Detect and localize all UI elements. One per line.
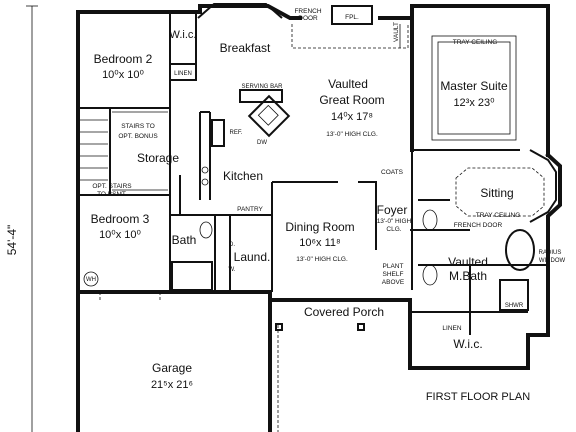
washer-label: W. [229, 267, 236, 273]
overall-dimension-label: 54'-4" [5, 225, 19, 256]
mbath-name-1: Vaulted [448, 255, 488, 269]
sitting-tray-ceiling [455, 167, 545, 217]
pantry-label: PANTRY [237, 206, 263, 213]
garage-name: Garage [152, 361, 192, 375]
stairs [80, 111, 168, 191]
foyer-name: Foyer [377, 203, 408, 217]
opt-stairs-label-1: OPT. STAIRS [92, 183, 132, 190]
laundry-name: Laund. [234, 250, 271, 264]
radius-window-label-2: WINDOW [539, 258, 566, 264]
dining-clg: 13'-0" HIGH CLG. [296, 256, 348, 263]
porch-name: Covered Porch [304, 305, 384, 319]
opt-stairs-label-2: TO BSMT. [97, 191, 127, 198]
bedroom3-name: Bedroom 3 [91, 212, 150, 226]
master-tray-ceiling [431, 35, 517, 141]
dining-dim: 10⁶x 11⁸ [299, 237, 340, 249]
serving-bar-label: SERVING BAR [242, 84, 284, 90]
great-room-clg: 13'-0" HIGH CLG. [326, 131, 378, 138]
garage-dim: 21⁵x 21⁶ [151, 379, 193, 391]
kitchen-name: Kitchen [223, 169, 263, 183]
great-room-vault-outline [291, 24, 409, 49]
shower-label: SHWR [505, 303, 524, 309]
sitting-name: Sitting [480, 186, 513, 200]
great-room-name-2: Great Room [319, 93, 384, 107]
foyer-clg-2: CLG. [386, 226, 401, 233]
ref-label: REF. [229, 130, 242, 136]
storage-name: Storage [137, 151, 179, 165]
breakfast-bay [197, 3, 283, 19]
breakfast-name: Breakfast [220, 41, 271, 55]
stairs-label-1: STAIRS TO [121, 123, 155, 130]
bedroom2-dim: 10⁰x 10⁰ [102, 69, 144, 81]
plant-shelf-label-3: ABOVE [382, 279, 405, 286]
garage-door [99, 292, 161, 300]
vault-label: VAULT [393, 22, 400, 42]
coats-label: COATS [381, 169, 404, 176]
bath-name: Bath [172, 233, 197, 247]
stairs-label-2: OPT. BONUS [118, 133, 158, 140]
wic-master-name: W.i.c. [453, 337, 482, 351]
interior-walls [78, 14, 548, 335]
french-door-top-label-1: FRENCH [294, 8, 321, 15]
fireplace [331, 5, 373, 25]
plan-title: FIRST FLOOR PLAN [426, 391, 530, 403]
linen-top-label: LINEN [174, 71, 192, 77]
dw-label: DW [257, 140, 267, 146]
exterior-walls [76, 4, 562, 432]
water-heater-label: WH [86, 277, 96, 283]
foyer-clg-1: 13'-0" HIGH [377, 218, 412, 225]
great-room-dim: 14⁰x 17⁸ [331, 111, 373, 123]
hall-bath-tub [171, 261, 213, 291]
tray-ceiling-sitting-label: TRAY CEILING [476, 212, 521, 219]
tray-ceiling-master-label: TRAY CEILING [453, 39, 498, 46]
radius-window [529, 149, 557, 223]
fireplace-label: FPL. [345, 14, 359, 21]
french-door-top-label-2: DOOR [298, 15, 318, 22]
master-name: Master Suite [440, 79, 508, 93]
bedroom2-name: Bedroom 2 [94, 52, 153, 66]
kitchen-counter [199, 111, 211, 200]
great-room-name-1: Vaulted [328, 77, 368, 91]
water-heater [83, 271, 99, 287]
plant-shelf-label-1: PLANT [383, 263, 404, 270]
dryer-label: D. [229, 242, 235, 248]
mbath-name-2: M.Bath [449, 269, 487, 283]
radius-window-label-1: RADIUS [539, 250, 562, 256]
master-tub [505, 229, 535, 271]
master-dim: 12³x 23⁰ [453, 97, 495, 109]
kitchen-island [239, 89, 291, 138]
overall-dimension: 54'-4" [5, 5, 38, 432]
french-door-sitting-label: FRENCH DOOR [454, 222, 503, 229]
bedroom3-dim: 10⁰x 10⁰ [99, 229, 141, 241]
plant-shelf-label-2: SHELF [383, 271, 404, 278]
linen-mbath-label: LINEN [442, 325, 461, 332]
wic-bed2-name: W.i.c. [170, 29, 197, 41]
dining-name: Dining Room [285, 220, 354, 234]
